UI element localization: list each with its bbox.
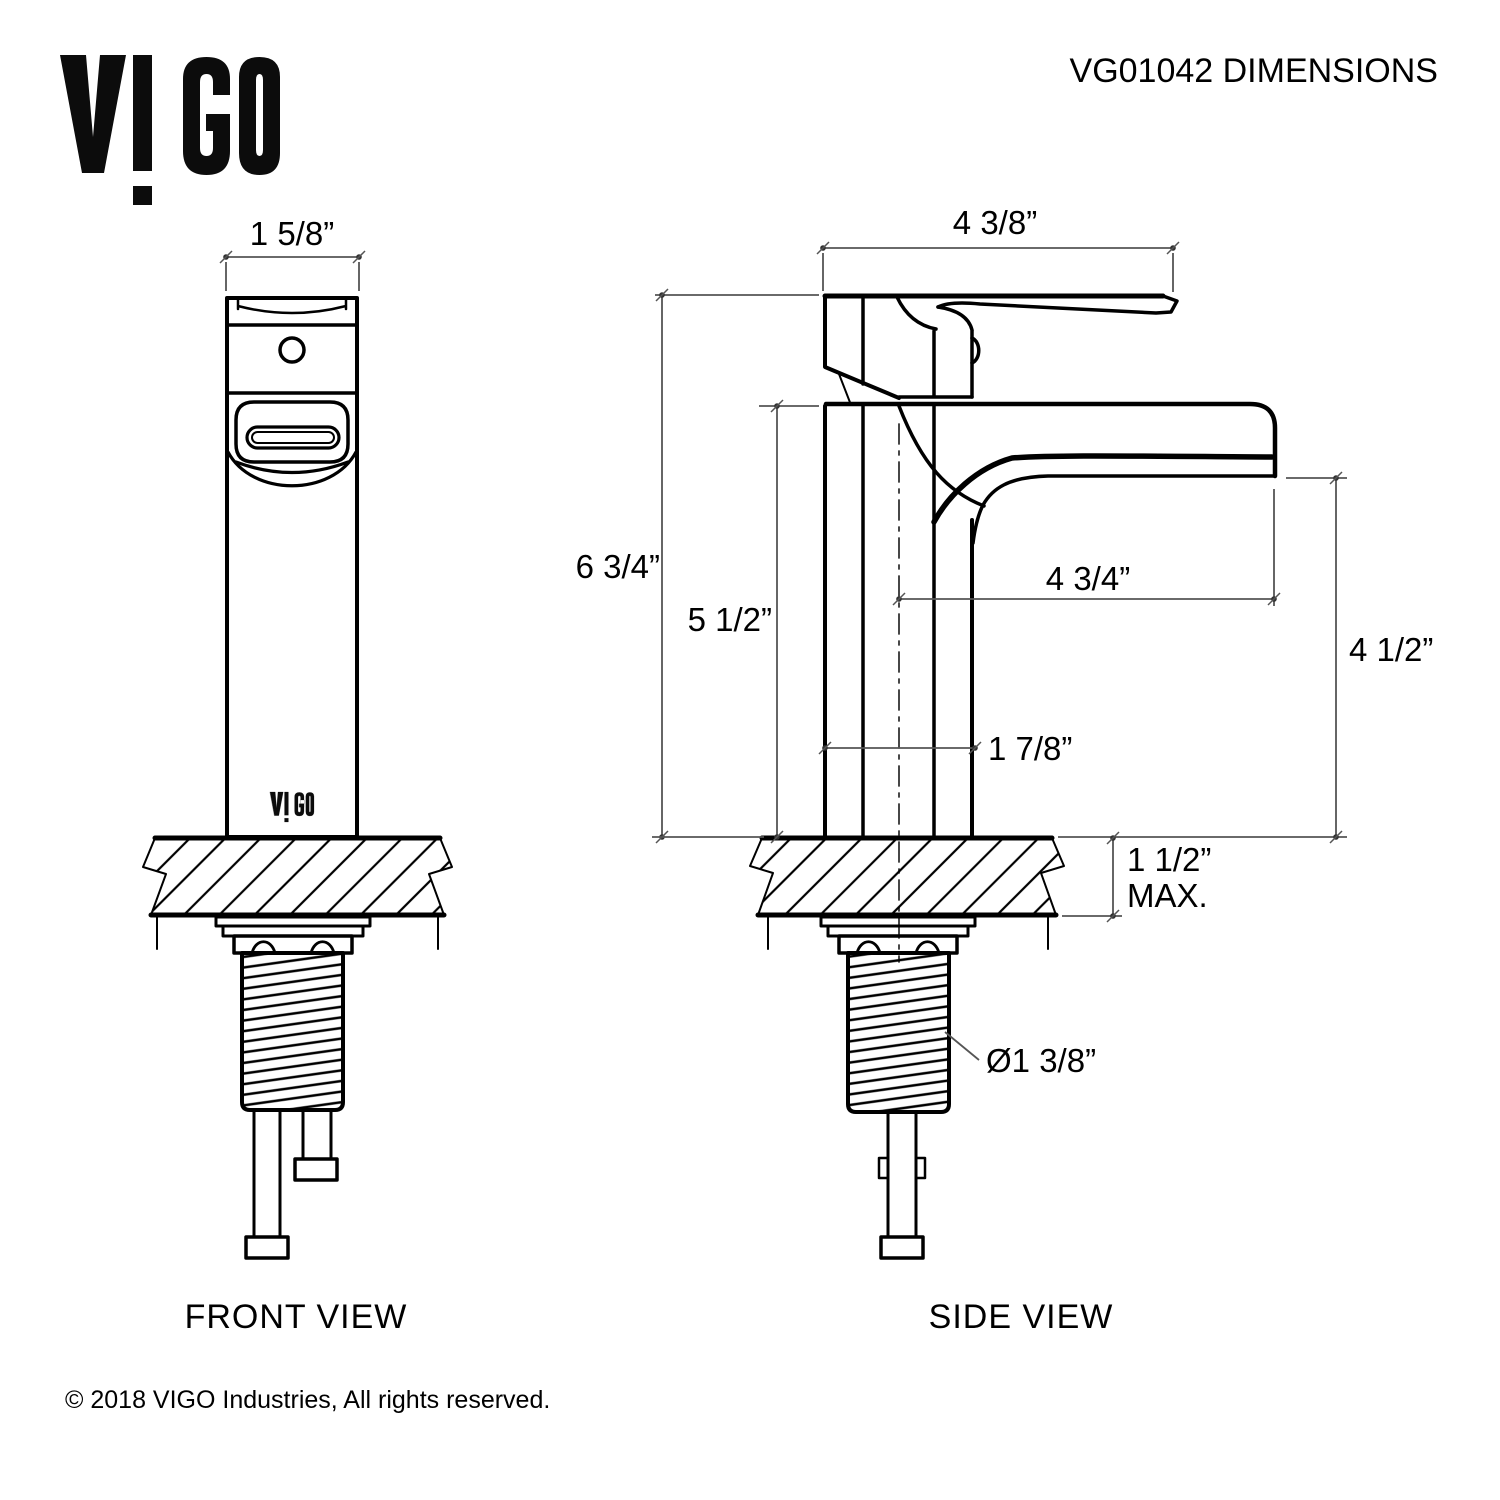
dim-side-top-length: 4 3/8” <box>816 204 1180 292</box>
dim-side-counter-max-label-line1: 1 1/2” <box>1127 841 1211 878</box>
dim-side-spout-tip-height-label: 4 1/2” <box>1349 631 1433 668</box>
dim-side-counter-max: 1 1/2” MAX. <box>1062 831 1211 923</box>
dim-side-counter-max-label-line2: MAX. <box>1127 877 1208 914</box>
front-threaded-shank <box>240 951 345 1112</box>
side-threaded-shank <box>846 951 951 1114</box>
front-countertop-hatch <box>143 838 452 915</box>
dim-side-height-to-deck-label: 5 1/2” <box>688 601 772 638</box>
dim-front-spout-width-label: 1 5/8” <box>250 215 334 252</box>
dim-side-spout-reach: 4 3/4” <box>892 489 1281 606</box>
dim-side-spout-tip-height: 4 1/2” <box>1058 471 1433 844</box>
dim-side-shank-diameter-label: Ø1 3/8” <box>986 1042 1096 1079</box>
dim-side-spout-reach-label: 4 3/4” <box>1046 560 1130 597</box>
dim-front-spout-width: 1 5/8” <box>219 215 366 291</box>
dim-side-overall-height: 6 3/4” <box>576 288 819 844</box>
side-countertop-hatch <box>750 838 1064 915</box>
vigo-logo-on-body <box>269 791 315 823</box>
dim-side-body-depth: 1 7/8” <box>818 730 1072 767</box>
dim-side-body-depth-label: 1 7/8” <box>988 730 1072 767</box>
copyright-text: © 2018 VIGO Industries, All rights reser… <box>65 1386 550 1414</box>
dim-side-height-to-deck: 5 1/2” <box>652 399 819 844</box>
front-view-drawing <box>142 296 453 1260</box>
dim-side-overall-height-label: 6 3/4” <box>576 548 660 585</box>
vigo-logo <box>60 55 280 205</box>
dim-side-top-length-label: 4 3/8” <box>953 204 1037 241</box>
dim-side-shank-diameter: Ø1 3/8” <box>944 1031 1096 1079</box>
side-view-label: SIDE VIEW <box>929 1298 1114 1336</box>
front-view-label: FRONT VIEW <box>185 1298 408 1336</box>
sheet-title: VG01042 DIMENSIONS <box>1070 52 1438 90</box>
side-view-drawing <box>749 293 1278 1260</box>
